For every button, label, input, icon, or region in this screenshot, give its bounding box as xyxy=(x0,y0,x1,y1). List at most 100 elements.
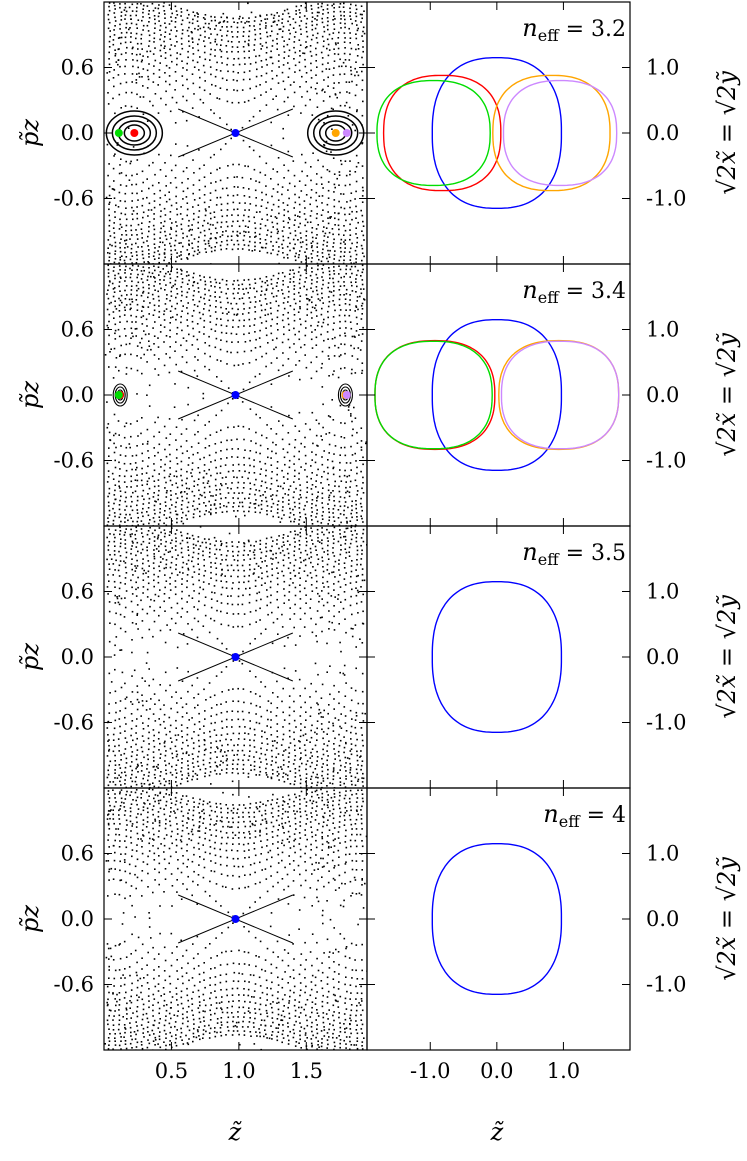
poincare-point xyxy=(118,285,120,288)
poincare-point xyxy=(176,52,178,54)
poincare-point xyxy=(248,25,251,27)
chaotic-point xyxy=(161,241,164,244)
poincare-point xyxy=(322,731,325,733)
poincare-point xyxy=(186,145,189,147)
poincare-point xyxy=(354,265,357,268)
poincare-point xyxy=(254,375,257,378)
poincare-point xyxy=(254,278,256,280)
poincare-point xyxy=(154,368,156,370)
poincare-point xyxy=(157,295,160,298)
poincare-point xyxy=(164,162,166,164)
chaotic-point xyxy=(239,232,241,235)
poincare-point xyxy=(328,270,331,273)
poincare-point xyxy=(163,778,165,780)
chaotic-point xyxy=(108,431,111,434)
poincare-point xyxy=(249,287,251,289)
poincare-point xyxy=(169,233,171,236)
poincare-point xyxy=(181,539,184,542)
poincare-point xyxy=(316,234,318,236)
poincare-point xyxy=(356,442,359,444)
poincare-point xyxy=(316,41,319,44)
poincare-point xyxy=(254,301,257,303)
poincare-point xyxy=(232,70,235,73)
poincare-point xyxy=(310,260,313,263)
poincare-point xyxy=(168,762,170,765)
poincare-point xyxy=(244,497,246,500)
poincare-point xyxy=(182,572,184,574)
poincare-point xyxy=(349,199,352,202)
poincare-point xyxy=(362,463,364,466)
poincare-point xyxy=(176,326,179,329)
poincare-point xyxy=(322,487,324,489)
poincare-point xyxy=(355,316,358,319)
poincare-point xyxy=(332,524,334,526)
poincare-point xyxy=(130,495,132,498)
poincare-point xyxy=(258,591,261,594)
poincare-point xyxy=(237,575,239,578)
poincare-point xyxy=(163,207,166,210)
poincare-point xyxy=(226,726,228,728)
poincare-point xyxy=(157,494,160,497)
poincare-point xyxy=(186,580,188,582)
poincare-point xyxy=(349,321,352,323)
poincare-point xyxy=(226,88,228,91)
poincare-point xyxy=(114,216,116,218)
poincare-point xyxy=(197,552,200,555)
poincare-point xyxy=(125,224,128,227)
poincare-point xyxy=(294,644,297,646)
poincare-point xyxy=(344,335,347,337)
poincare-point xyxy=(158,316,160,318)
poincare-point xyxy=(176,271,179,274)
poincare-point xyxy=(338,563,340,565)
poincare-point xyxy=(339,242,342,245)
poincare-point xyxy=(321,560,324,562)
poincare-point xyxy=(208,445,211,447)
poincare-point xyxy=(271,221,274,224)
poincare-point xyxy=(209,281,212,283)
neff-sub: eff xyxy=(538,288,560,307)
poincare-point xyxy=(157,84,159,86)
poincare-point xyxy=(362,720,365,722)
chaotic-point xyxy=(255,235,257,238)
chaotic-point xyxy=(279,485,282,488)
poincare-point xyxy=(146,50,148,53)
poincare-point xyxy=(225,759,228,762)
poincare-point xyxy=(269,35,272,37)
poincare-point xyxy=(113,180,115,182)
poincare-point xyxy=(282,574,285,577)
poincare-point xyxy=(215,24,217,27)
poincare-point xyxy=(126,741,128,744)
poincare-point xyxy=(282,235,284,238)
poincare-point xyxy=(328,484,330,486)
poincare-point xyxy=(332,473,335,476)
poincare-point xyxy=(360,750,362,752)
poincare-point xyxy=(321,57,324,59)
poincare-point xyxy=(170,494,172,496)
poincare-point xyxy=(175,482,177,485)
poincare-point xyxy=(343,567,346,569)
poincare-point xyxy=(210,715,212,717)
chaotic-point xyxy=(201,494,203,497)
poincare-point xyxy=(242,363,244,365)
chaotic-point xyxy=(166,490,168,492)
poincare-point xyxy=(198,311,201,314)
poincare-point xyxy=(168,191,170,193)
poincare-point xyxy=(214,85,217,87)
poincare-point xyxy=(343,207,346,210)
poincare-point xyxy=(255,85,258,88)
poincare-point xyxy=(130,480,133,483)
chaotic-point xyxy=(205,472,208,475)
poincare-point xyxy=(333,15,335,18)
poincare-point xyxy=(214,751,217,753)
poincare-point xyxy=(253,49,255,51)
poincare-point xyxy=(299,607,302,610)
poincare-point xyxy=(338,611,340,613)
poincare-point xyxy=(349,276,351,278)
poincare-point xyxy=(113,12,116,14)
poincare-point xyxy=(159,556,162,558)
poincare-point xyxy=(259,460,261,463)
poincare-point xyxy=(244,40,246,43)
poincare-point xyxy=(142,16,144,18)
poincare-point xyxy=(351,454,354,456)
poincare-point xyxy=(140,715,142,717)
